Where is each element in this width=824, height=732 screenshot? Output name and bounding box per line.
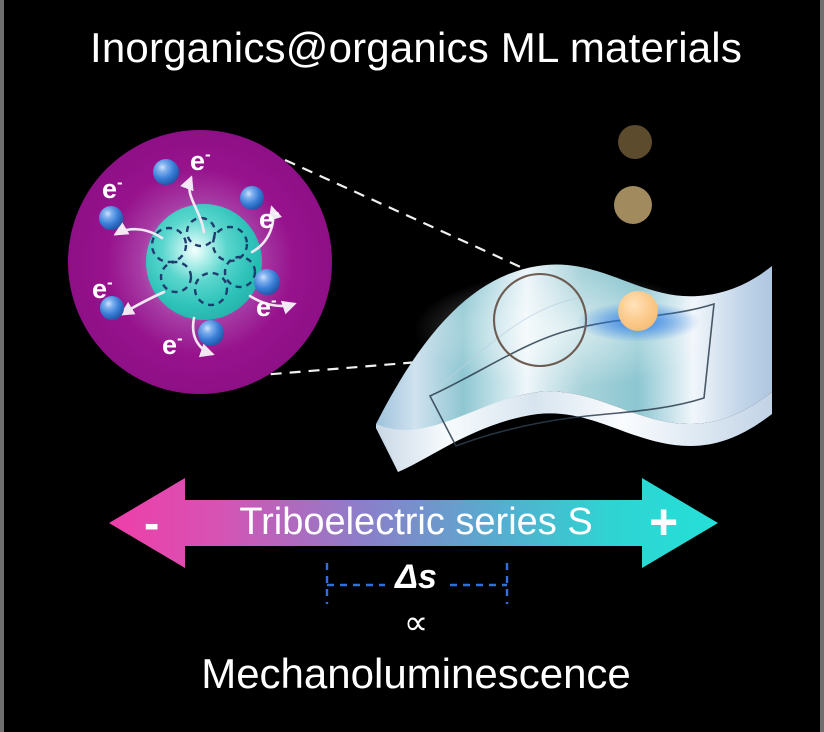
- electron-label-symbol: e: [256, 292, 272, 322]
- electron-label-charge: -: [205, 145, 211, 164]
- electron-label: e-: [92, 273, 113, 304]
- electron-label-charge: -: [117, 173, 123, 192]
- delta-s-bracket: [325, 563, 509, 604]
- electron-label: e-: [190, 145, 211, 176]
- electron-label-symbol: e: [102, 174, 118, 204]
- electron-label-charge: -: [274, 203, 280, 222]
- electron-label-charge: -: [177, 329, 183, 348]
- electron-label: e-: [256, 291, 277, 322]
- electron-spheres: [99, 159, 280, 346]
- proportional-to-symbol: ∝: [403, 604, 429, 642]
- electron-label-symbol: e: [162, 330, 178, 360]
- figure-artwork: [68, 125, 772, 604]
- electron-label: e-: [162, 329, 183, 360]
- page-title: Inorganics@organics ML materials: [89, 24, 743, 71]
- emission-dot-bright: [618, 291, 658, 331]
- electron-label: e-: [102, 173, 123, 204]
- electron-label-symbol: e: [190, 146, 206, 176]
- emission-dot-dim: [618, 125, 652, 159]
- electron-label: e-: [259, 203, 280, 234]
- bottom-caption: Mechanoluminescence: [201, 650, 631, 697]
- electron-escape-arrows: [113, 175, 297, 358]
- electron-label-symbol: e: [259, 204, 275, 234]
- inorganic-core: [146, 204, 262, 320]
- trap-state-circles: [150, 216, 257, 307]
- figure-stage: Inorganics@organics ML materials Triboel…: [4, 0, 820, 732]
- electron-label-symbol: e: [92, 274, 108, 304]
- triboelectric-series-label: Triboelectric series S: [239, 501, 593, 543]
- core-shell-particle: [68, 130, 332, 394]
- triboelectric-arrow: [109, 478, 718, 568]
- electron-label-charge: -: [107, 273, 113, 292]
- electron-label-charge: -: [271, 291, 277, 310]
- delta-s-label: Δs: [395, 558, 437, 596]
- negative-sign: -: [144, 497, 160, 549]
- emission-dot-medium: [614, 186, 652, 224]
- positive-sign: +: [649, 494, 679, 550]
- ml-film-surface: [376, 264, 772, 472]
